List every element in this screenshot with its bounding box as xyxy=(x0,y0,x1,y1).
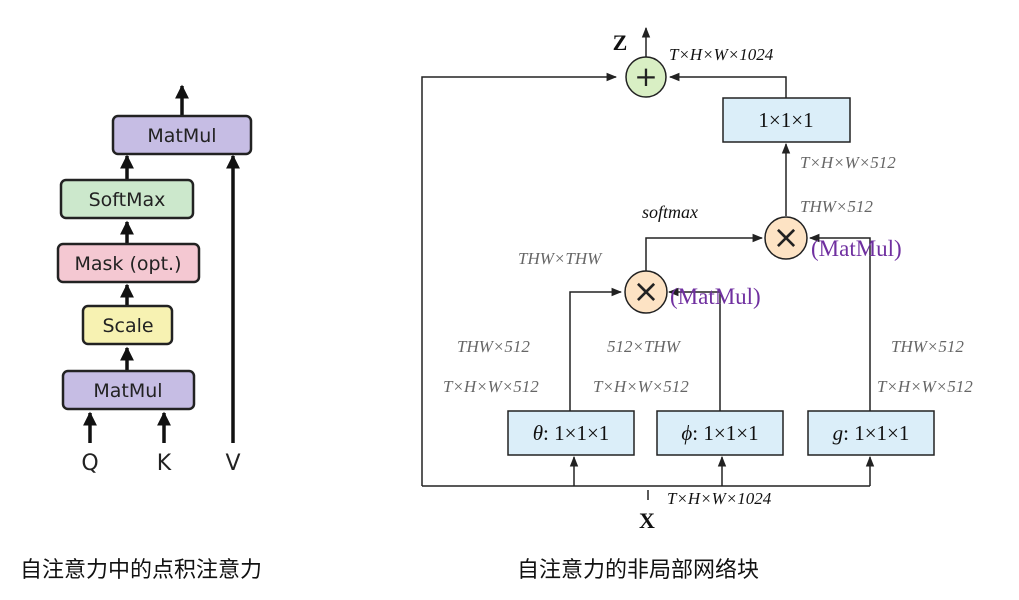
times-icon: × xyxy=(773,218,800,256)
svg-text:ϕ: 1×1×1: ϕ: 1×1×1 xyxy=(681,421,758,445)
phi-symbol: ϕ xyxy=(681,421,692,445)
matmul-top-label: MatMul xyxy=(147,125,216,147)
plus-node: + xyxy=(625,56,667,98)
softmax-block: SoftMax xyxy=(59,178,195,220)
g-symbol: g xyxy=(833,421,844,445)
dim-phi-shape: 512×THW xyxy=(607,337,682,356)
residual-path xyxy=(421,72,618,486)
matmul-bottom-block: MatMul xyxy=(61,369,196,411)
dim-z: T×H×W×1024 xyxy=(669,45,774,64)
non-local-block-diagram: θ: 1×1×1 ϕ: 1×1×1 g: 1×1×1 1×1×1 × × + Z xyxy=(421,26,973,533)
phi-box: ϕ: 1×1×1 xyxy=(656,410,784,456)
matmul-bottom-label: MatMul xyxy=(93,380,162,402)
right-matmul-node: × xyxy=(764,216,808,260)
theta-box: θ: 1×1×1 xyxy=(507,410,635,456)
mask-block-label: Mask (opt.) xyxy=(75,253,182,275)
scale-block-label: Scale xyxy=(102,315,153,337)
output-z-label: Z xyxy=(613,30,628,55)
g-to-mul-arrow xyxy=(808,233,871,411)
softmax-to-mul-arrow xyxy=(645,233,764,271)
input-x-label: X xyxy=(639,508,655,533)
dot-product-attention-diagram: MatMul SoftMax Mask (opt.) Scale MatMul … xyxy=(56,84,253,476)
theta-symbol: θ xyxy=(533,421,543,445)
top-conv-label: 1×1×1 xyxy=(758,108,813,132)
input-v: V xyxy=(225,451,240,476)
softmax-block-label: SoftMax xyxy=(89,189,166,211)
svg-text:θ: 1×1×1: θ: 1×1×1 xyxy=(533,421,610,445)
theta-size: : 1×1×1 xyxy=(543,421,609,445)
theta-to-mul-arrow xyxy=(569,287,623,411)
dim-phi-out: T×H×W×512 xyxy=(593,377,689,396)
g-size: : 1×1×1 xyxy=(843,421,909,445)
left-matmul-node: × xyxy=(624,270,668,314)
times-icon: × xyxy=(633,272,660,310)
scale-block: Scale xyxy=(81,304,174,346)
top-box-to-plus-arrow xyxy=(668,72,787,98)
phi-to-mul-arrow xyxy=(667,287,721,411)
dim-right-mul-out: THW×512 xyxy=(800,197,873,216)
dim-left-mul-out: THW×THW xyxy=(518,249,603,268)
top-conv-box: 1×1×1 xyxy=(722,97,851,143)
dim-x: T×H×W×1024 xyxy=(667,489,772,508)
dim-g-shape: THW×512 xyxy=(891,337,964,356)
matmul-top-block: MatMul xyxy=(111,114,253,156)
input-k: K xyxy=(157,451,172,476)
left-caption: 自注意力中的点积注意力 xyxy=(20,558,263,583)
input-q: Q xyxy=(81,451,98,476)
right-matmul-annotation: (MatMul) xyxy=(811,236,902,261)
g-box: g: 1×1×1 xyxy=(807,410,935,456)
dim-top-box-in: T×H×W×512 xyxy=(800,153,896,172)
dim-g-out: T×H×W×512 xyxy=(877,377,973,396)
mask-block: Mask (opt.) xyxy=(56,242,201,284)
softmax-label: softmax xyxy=(642,202,698,222)
right-caption: 自注意力的非局部网络块 xyxy=(517,558,760,583)
dim-theta-out: T×H×W×512 xyxy=(443,377,539,396)
left-matmul-annotation: (MatMul) xyxy=(670,284,761,309)
svg-text:g: 1×1×1: g: 1×1×1 xyxy=(833,421,910,445)
dim-theta-shape: THW×512 xyxy=(457,337,530,356)
phi-size: : 1×1×1 xyxy=(692,421,758,445)
plus-icon: + xyxy=(634,60,657,93)
